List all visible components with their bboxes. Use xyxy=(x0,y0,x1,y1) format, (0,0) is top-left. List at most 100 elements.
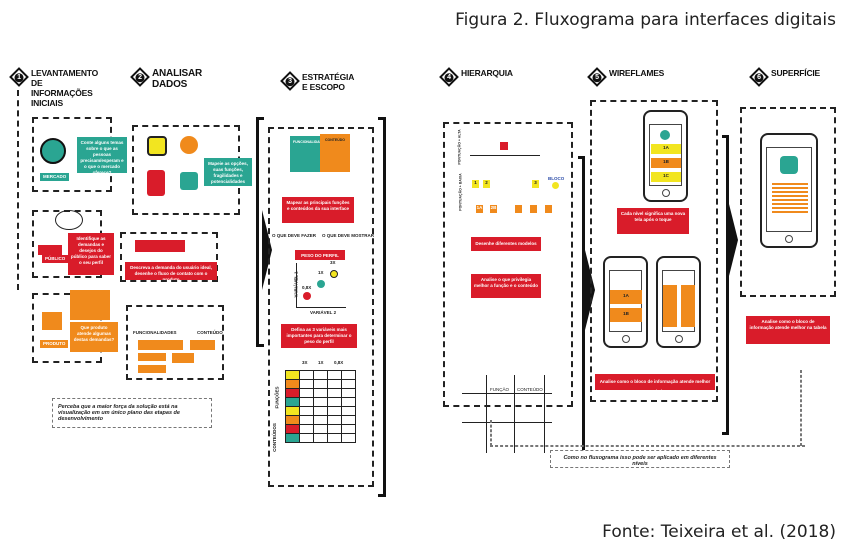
bottom-note: Como no fluxograma isso pode ser aplicad… xyxy=(550,450,730,468)
profile-weight-plot xyxy=(296,263,346,308)
bracket xyxy=(256,117,264,347)
step-2-header: 2Analisar dados xyxy=(130,67,202,90)
step-5-header: 5Wireflames xyxy=(587,67,664,87)
feature-tag xyxy=(172,353,194,363)
var2-label: VARIÁVEL 2 xyxy=(310,310,337,315)
step-1-header: 1Levantamento de informações iniciais xyxy=(9,67,106,108)
rows-functions-label: FUNÇÕES xyxy=(274,386,280,409)
define-variables-text: Defina as 3 variáveis mais importantes p… xyxy=(281,324,357,348)
surface-box xyxy=(740,107,836,297)
step-4-header: 4Hierarquia xyxy=(439,67,513,87)
node-2: 2 xyxy=(483,180,490,188)
analise-surface-text: Analise como o bloco de informação atend… xyxy=(746,316,830,344)
desenhe-text: Desenhe diferentes modelos xyxy=(471,237,541,251)
deve-fazer-label: O QUE DEVE FAZER xyxy=(272,233,317,238)
axis-low-label: PONTUAÇÃO + BAIXA xyxy=(458,173,463,211)
analise-hier-text: Analise o que privilegia melhor a função… xyxy=(471,274,541,298)
weight-label: 1X xyxy=(318,360,324,365)
rows-content-label: CONTEÚDOS xyxy=(271,423,277,452)
wireframe-block: 1A xyxy=(610,290,642,304)
map-options-text: Mapeie as opções, suas funções, fragilid… xyxy=(204,158,252,186)
phone-surface xyxy=(760,133,818,248)
var1-label: VARIÁVEL 1 xyxy=(293,271,299,298)
content-doc: CONTEÚDO xyxy=(320,134,350,172)
publico-label: PÚBLICO xyxy=(42,255,69,263)
step-number-icon: 3 xyxy=(280,71,300,91)
wireframe-block xyxy=(681,285,695,327)
globe-icon xyxy=(40,138,66,164)
bracket xyxy=(578,156,585,466)
gift-icon xyxy=(780,156,798,174)
step-number-icon: 2 xyxy=(130,67,150,87)
node-1a: 1A xyxy=(476,205,483,213)
yellow-pin-icon xyxy=(330,270,338,278)
step-number-icon: 6 xyxy=(749,67,769,87)
text-lines xyxy=(772,183,808,213)
weight-label: 3X xyxy=(330,260,336,265)
feature-tag xyxy=(138,353,166,361)
produto-process xyxy=(70,290,110,320)
functions-doc: FUNCIONALIDADES xyxy=(290,136,320,172)
flow-arrows-icon xyxy=(135,240,185,252)
feature-tag xyxy=(138,365,166,373)
wireframes-box xyxy=(590,100,718,402)
map-functions-text: Mapear as principais funções e conteúdos… xyxy=(282,197,354,223)
node xyxy=(530,205,537,213)
weight-table xyxy=(285,370,356,443)
bracket xyxy=(378,117,386,497)
arrow-chevron xyxy=(262,210,272,290)
produto-label: PRODUTO xyxy=(40,340,69,348)
step-number-icon: 4 xyxy=(439,67,459,87)
red-gift-icon xyxy=(147,170,165,196)
node-3: 3 xyxy=(532,180,539,188)
weight-label: 1X xyxy=(318,270,324,275)
node xyxy=(515,205,522,213)
feature-tag xyxy=(138,340,183,350)
feature-tag xyxy=(190,340,215,350)
node-1: 1 xyxy=(472,180,479,188)
red-pin-icon xyxy=(303,292,311,300)
wireframe-block: 1B xyxy=(610,308,642,322)
axis-high-label: PONTUAÇÃO + ALTA xyxy=(457,129,462,165)
peso-perfil-label: PESO DO PERFIL xyxy=(295,250,345,260)
bloco-label: BLOCO xyxy=(548,176,565,181)
node-2b: 2B xyxy=(490,205,497,213)
hierarchy-box xyxy=(443,122,573,407)
orange-gift-icon xyxy=(180,136,198,154)
publico-text: Identifique as demandas e desejos do púb… xyxy=(68,233,114,275)
step-number-icon: 1 xyxy=(9,67,29,87)
logo-circle xyxy=(660,130,670,140)
phone-wireframe xyxy=(643,110,688,202)
yellow-gift-icon xyxy=(147,136,167,156)
features-box xyxy=(126,305,224,380)
step-3-header: 3Estratégia e escopo xyxy=(280,71,354,92)
wireframe-block: 1C xyxy=(651,172,681,182)
wireframe-block: 1A xyxy=(651,144,681,154)
thought-cloud-icon xyxy=(55,210,83,230)
bracket xyxy=(722,135,729,435)
teal-gift-icon xyxy=(180,172,198,190)
step-number-icon: 5 xyxy=(587,67,607,87)
figure-source: Fonte: Teixeira et al. (2018) xyxy=(602,522,836,542)
node xyxy=(545,205,552,213)
user-flow-text: Descreva a demanda do usuário ideal, des… xyxy=(125,262,217,280)
step-6-header: 6Superfície xyxy=(749,67,820,87)
gift-icon xyxy=(42,312,62,330)
col-conteudo-label: CONTEÚDO xyxy=(517,387,543,392)
teal-pin-icon xyxy=(317,280,325,288)
weight-label: 3X xyxy=(302,360,308,365)
figure-caption: Figura 2. Fluxograma para interfaces dig… xyxy=(455,10,836,30)
funcionalidades-label: FUNCIONALIDADES xyxy=(133,330,177,335)
deve-mostrar-label: O QUE DEVE MOSTRAR xyxy=(322,233,375,238)
analise-wire-text: Analise como o bloco de informação atend… xyxy=(595,374,715,390)
wireframe-block: 1B xyxy=(651,158,681,168)
strategy-box xyxy=(268,127,374,487)
wireframe-block xyxy=(663,285,677,327)
root-node xyxy=(500,142,508,150)
weight-label: 0,8X xyxy=(302,285,312,290)
arrow-chevron xyxy=(728,200,738,280)
produto-text: Que produto atende algumas destas demand… xyxy=(70,322,118,352)
weight-label: 0,8X xyxy=(334,360,344,365)
bulb-icon xyxy=(552,182,559,189)
user-flow-box xyxy=(120,232,218,282)
